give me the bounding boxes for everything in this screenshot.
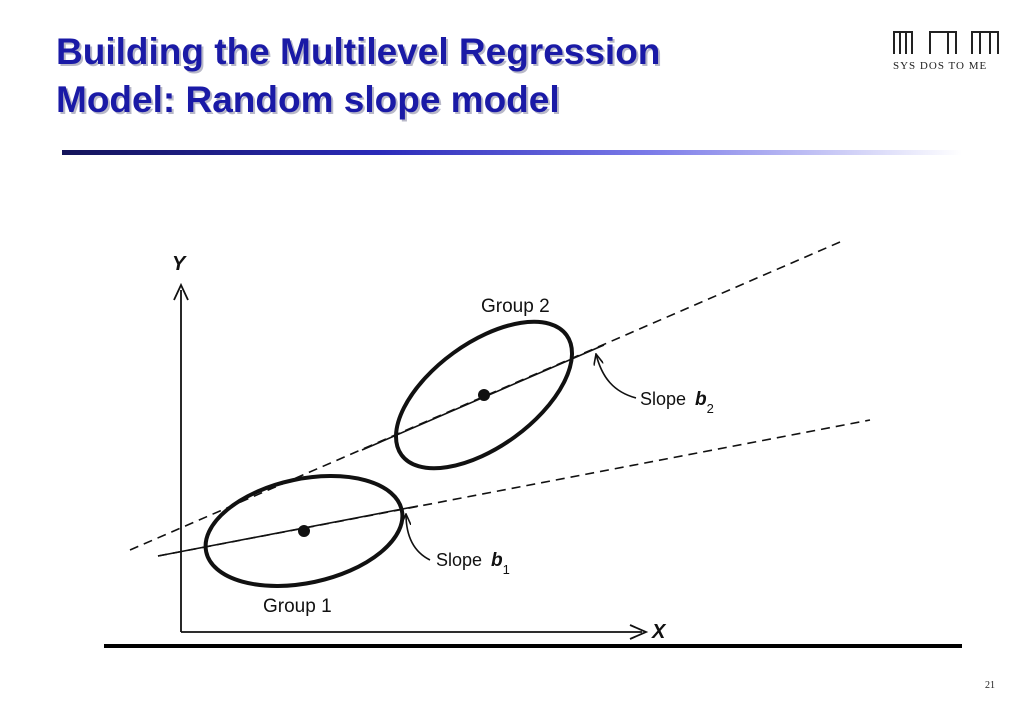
slope1-label: Slope b1	[436, 550, 510, 577]
logo-caption: SYS DOS TO ME	[893, 60, 988, 72]
x-axis-label: X	[651, 621, 667, 643]
group1-regression-line-solid	[157, 505, 419, 557]
group2-centroid	[478, 389, 490, 401]
group1-label: Group 1	[263, 596, 332, 617]
slide-title-line-1: Building the Multilevel Regression	[56, 31, 661, 72]
group2-regression-line-dashed	[129, 241, 841, 551]
slide-baseline-rule	[104, 644, 962, 648]
slide-title: Building the Multilevel Regression Model…	[56, 28, 856, 124]
slope2-label: Slope b2	[640, 389, 714, 416]
slide-title-line-2: Model: Random slope model	[56, 79, 560, 120]
y-axis-arrowhead	[173, 282, 189, 301]
group2-label: Group 2	[481, 296, 550, 317]
group1-centroid	[298, 525, 310, 537]
slope1-pointer-arrow	[406, 514, 431, 561]
y-axis-label: Y	[172, 253, 187, 275]
slope2-pointer-arrow	[596, 354, 637, 399]
title-underline	[62, 150, 962, 155]
x-axis-arrowhead	[629, 624, 649, 640]
group2-ellipse	[394, 319, 574, 471]
group1-ellipse	[203, 474, 405, 588]
institution-logo	[893, 31, 999, 54]
page-number: 21	[985, 680, 995, 691]
